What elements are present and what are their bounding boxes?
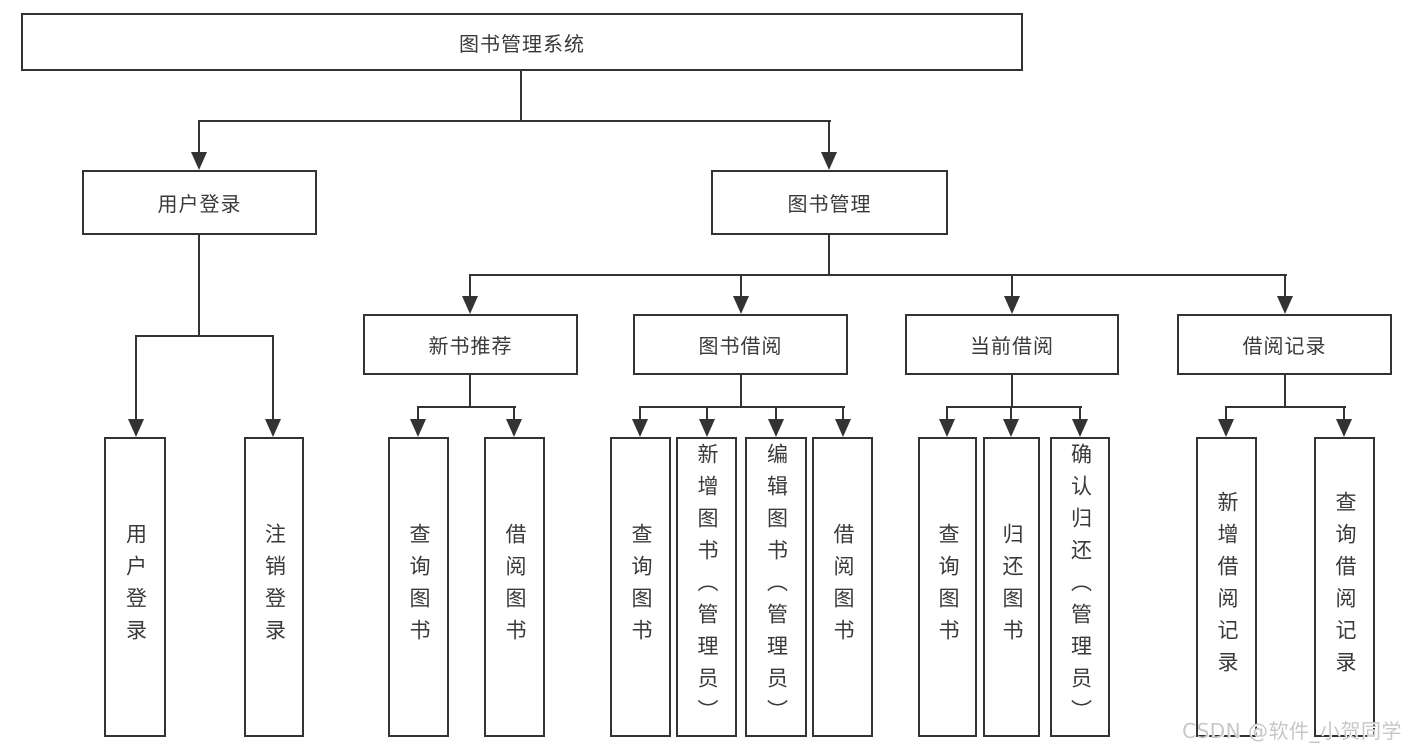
arrow-down-icon	[1336, 419, 1352, 437]
arrow-down-icon	[462, 296, 478, 314]
edge-bookmgmt-stem	[828, 235, 830, 276]
edge-currentborrow-drop1	[946, 408, 948, 419]
edge-userlogin-bar	[135, 335, 274, 337]
node-book-mgmt: 图书管理	[711, 170, 948, 235]
edge-borrowrecords-bar	[1225, 406, 1346, 408]
arrow-down-icon	[768, 419, 784, 437]
arrow-down-icon	[1218, 419, 1234, 437]
edge-borrowrecords-drop1	[1225, 408, 1227, 419]
leaf-logout: 注销登录	[244, 437, 304, 737]
edge-bookborrow-drop1	[639, 408, 641, 419]
arrow-down-icon	[821, 152, 837, 170]
edge-currentborrow-bar	[946, 406, 1082, 408]
edge-bookmgmt-drop2	[740, 276, 742, 296]
edge-bookborrow-stem	[740, 375, 742, 408]
edge-newbooks-bar	[417, 406, 516, 408]
arrow-down-icon	[191, 152, 207, 170]
leaf-bookborrow-borrow: 借阅图书	[812, 437, 873, 737]
arrow-down-icon	[1003, 419, 1019, 437]
edge-root-stem	[520, 71, 522, 122]
arrow-down-icon	[1072, 419, 1088, 437]
edge-newbooks-drop1	[417, 408, 419, 419]
arrow-down-icon	[835, 419, 851, 437]
node-book-borrow: 图书借阅	[633, 314, 848, 375]
edge-borrowrecords-stem	[1284, 375, 1286, 408]
edge-userlogin-drop1	[135, 337, 137, 419]
edge-userlogin-stem	[198, 235, 200, 337]
arrow-down-icon	[265, 419, 281, 437]
leaf-currentborrow-return: 归还图书	[983, 437, 1040, 737]
leaf-bookborrow-query: 查询图书	[610, 437, 671, 737]
node-new-books: 新书推荐	[363, 314, 578, 375]
node-borrow-records: 借阅记录	[1177, 314, 1392, 375]
leaf-borrowrecords-add: 新增借阅记录	[1196, 437, 1257, 737]
leaf-user-login: 用户登录	[104, 437, 166, 737]
arrow-down-icon	[1277, 296, 1293, 314]
leaf-bookborrow-add: 新增图书（管理员）	[676, 437, 737, 737]
edge-borrowrecords-drop2	[1343, 408, 1345, 419]
edge-root-drop-right	[828, 122, 830, 152]
watermark: CSDN @软件_小贺同学	[1182, 719, 1402, 743]
leaf-newbooks-query: 查询图书	[388, 437, 449, 737]
edge-root-bar	[198, 120, 831, 122]
arrow-down-icon	[733, 296, 749, 314]
edge-bookmgmt-drop3	[1011, 276, 1013, 296]
node-root: 图书管理系统	[21, 13, 1023, 71]
leaf-currentborrow-confirm: 确认归还（管理员）	[1050, 437, 1110, 737]
arrow-down-icon	[632, 419, 648, 437]
edge-userlogin-drop2	[272, 337, 274, 419]
arrow-down-icon	[1004, 296, 1020, 314]
leaf-borrowrecords-query: 查询借阅记录	[1314, 437, 1375, 737]
edge-newbooks-stem	[469, 375, 471, 408]
leaf-bookborrow-edit: 编辑图书（管理员）	[745, 437, 807, 737]
arrow-down-icon	[506, 419, 522, 437]
edge-currentborrow-drop2	[1010, 408, 1012, 419]
node-current-borrow: 当前借阅	[905, 314, 1119, 375]
edge-root-drop-left	[198, 122, 200, 152]
leaf-newbooks-borrow: 借阅图书	[484, 437, 545, 737]
node-user-login: 用户登录	[82, 170, 317, 235]
arrow-down-icon	[410, 419, 426, 437]
edge-newbooks-drop2	[513, 408, 515, 419]
edge-bookborrow-drop2	[706, 408, 708, 419]
edge-bookborrow-drop3	[775, 408, 777, 419]
edge-bookmgmt-bar	[469, 274, 1287, 276]
edge-bookmgmt-drop4	[1284, 276, 1286, 296]
edge-currentborrow-stem	[1011, 375, 1013, 408]
edge-bookborrow-drop4	[842, 408, 844, 419]
edge-bookborrow-bar	[639, 406, 845, 408]
arrow-down-icon	[128, 419, 144, 437]
leaf-currentborrow-query: 查询图书	[918, 437, 977, 737]
arrow-down-icon	[699, 419, 715, 437]
edge-currentborrow-drop3	[1079, 408, 1081, 419]
arrow-down-icon	[939, 419, 955, 437]
edge-bookmgmt-drop1	[469, 276, 471, 296]
